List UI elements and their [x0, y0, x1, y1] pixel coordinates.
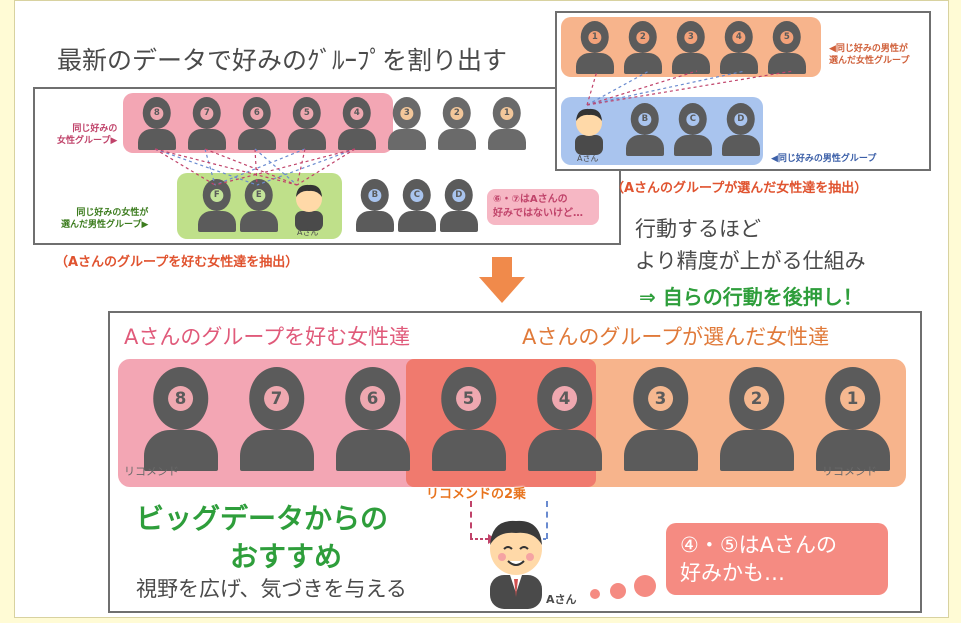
woman-silhouette: 1 — [573, 21, 617, 75]
big-data-line-2: おすすめ — [230, 540, 343, 573]
woman-silhouette: 6 — [330, 367, 415, 471]
silhouette-number: 2 — [450, 106, 464, 120]
man-silhouette: C — [395, 179, 439, 233]
woman-silhouette: 5 — [765, 21, 809, 75]
bottom-header-right: Aさんのグループが選んだ女性達 — [522, 325, 830, 349]
woman-silhouette: 7 — [185, 97, 229, 151]
woman-silhouette: 2 — [621, 21, 665, 75]
middle-line-3: ⇒ 自らの行動を後押し！ — [639, 285, 863, 309]
silhouette-number: 3 — [647, 385, 674, 412]
silhouette-number: 6 — [359, 385, 386, 412]
woman-silhouette: 2 — [435, 97, 479, 151]
top-left-note: ⑥・⑦はAさんの好みではないけど… — [487, 189, 599, 225]
pink-group-label: 同じ好みの女性グループ▶ — [57, 124, 118, 146]
recommend-double: リコメンドの2乗 — [426, 487, 527, 502]
woman-silhouette: 1 — [485, 97, 529, 151]
silhouette-number: B — [368, 188, 382, 202]
top-left-connections — [154, 148, 356, 186]
diagram-frame: 最新のデータで好みのｸﾞﾙｰﾌﾟを割り出す 同じ好みの女性グループ▶ 同じ好みの… — [14, 0, 949, 618]
a-san-small-icon — [295, 184, 323, 231]
woman-silhouette: 7 — [234, 367, 319, 471]
top-right-connections — [586, 70, 794, 106]
woman-silhouette: 3 — [669, 21, 713, 75]
silhouette-number: 3 — [400, 106, 414, 120]
silhouette-number: 7 — [200, 106, 214, 120]
man-silhouette: F — [195, 179, 239, 233]
woman-silhouette: 2 — [714, 367, 799, 471]
silhouette-number: 5 — [300, 106, 314, 120]
silhouette-number: 4 — [350, 106, 364, 120]
woman-silhouette: 4 — [522, 367, 607, 471]
silhouette-number: 8 — [167, 385, 194, 412]
woman-silhouette: 4 — [335, 97, 379, 151]
woman-silhouette: 5 — [285, 97, 329, 151]
woman-silhouette: 3 — [618, 367, 703, 471]
top-left-title: 最新のデータで好みのｸﾞﾙｰﾌﾟを割り出す — [57, 46, 508, 75]
silhouette-number: 6 — [250, 106, 264, 120]
silhouette-number: 2 — [636, 30, 650, 44]
top-left-a-san-label: Aさん — [297, 228, 319, 237]
top-right-a-san-label: Aさん — [577, 154, 599, 163]
green-group-label: 同じ好みの女性が選んだ男性グループ▶ — [61, 208, 149, 230]
silhouette-number: 8 — [150, 106, 164, 120]
top-left-caption: （Aさんのグループを好む女性達を抽出） — [55, 255, 299, 270]
big-data-line-1: ビッグデータからの — [136, 502, 389, 535]
woman-silhouette: 6 — [235, 97, 279, 151]
blue-group-label: ◀同じ好みの男性グループ — [771, 154, 877, 164]
silhouette-number: 4 — [732, 30, 746, 44]
silhouette-number: F — [210, 188, 224, 202]
orange-group-label: ◀同じ好みの男性が選んだ女性グループ — [829, 44, 910, 66]
bottom-header-left: Aさんのグループを好む女性達 — [124, 325, 411, 349]
bottom-a-san-label: Aさん — [546, 593, 577, 606]
top-left-a-san — [289, 181, 329, 235]
middle-line-2: より精度が上がる仕組み — [635, 249, 866, 273]
recommend-arrow-right — [546, 501, 548, 539]
man-silhouette: D — [437, 179, 481, 233]
silhouette-number: 1 — [588, 30, 602, 44]
recommend-right: リコメンド — [822, 465, 877, 478]
top-right-a-san — [569, 105, 609, 159]
silhouette-number: C — [686, 112, 700, 126]
silhouette-number: 7 — [263, 385, 290, 412]
man-silhouette: D — [719, 103, 763, 157]
woman-silhouette: 8 — [138, 367, 223, 471]
recommend-left: リコメンド — [124, 465, 179, 478]
woman-silhouette: 8 — [135, 97, 179, 151]
silhouette-number: 4 — [551, 385, 578, 412]
thought-dot-medium — [610, 583, 626, 599]
thought-dot-large — [634, 575, 656, 597]
middle-line-1: 行動するほど — [635, 217, 761, 241]
top-right-box: ◀同じ好みの男性が選んだ女性グループ ◀同じ好みの男性グループ 1 2 3 4 5 B C… — [555, 11, 931, 171]
silhouette-number: D — [452, 188, 466, 202]
woman-silhouette: 5 — [426, 367, 511, 471]
silhouette-number: 3 — [684, 30, 698, 44]
silhouette-number: 2 — [743, 385, 770, 412]
big-data-subline: 視野を広げ、気づきを与える — [136, 577, 407, 601]
silhouette-number: E — [252, 188, 266, 202]
silhouette-number: D — [734, 112, 748, 126]
woman-silhouette: 3 — [385, 97, 429, 151]
a-san-avatar-icon — [490, 520, 542, 609]
woman-silhouette: 4 — [717, 21, 761, 75]
top-left-box: 同じ好みの女性グループ▶ 同じ好みの女性が選んだ男性グループ▶ 8 7 6 5 4 3 2 1… — [33, 87, 621, 245]
silhouette-number: 5 — [780, 30, 794, 44]
silhouette-number: 1 — [500, 106, 514, 120]
down-arrow-icon — [479, 257, 525, 303]
silhouette-number: 5 — [455, 385, 482, 412]
man-silhouette: C — [671, 103, 715, 157]
bottom-bubble: ④・⑤はAさんの好みかも… — [666, 523, 888, 595]
top-right-caption: （Aさんのグループが選んだ女性達を抽出） — [611, 181, 868, 196]
silhouette-number: 1 — [839, 385, 866, 412]
woman-silhouette: 1 — [810, 367, 895, 471]
recommend-arrow-left — [470, 501, 472, 539]
a-san-small-icon — [575, 108, 603, 155]
silhouette-number: B — [638, 112, 652, 126]
thought-dot-small — [590, 589, 600, 599]
silhouette-number: C — [410, 188, 424, 202]
man-silhouette: B — [623, 103, 667, 157]
man-silhouette: B — [353, 179, 397, 233]
